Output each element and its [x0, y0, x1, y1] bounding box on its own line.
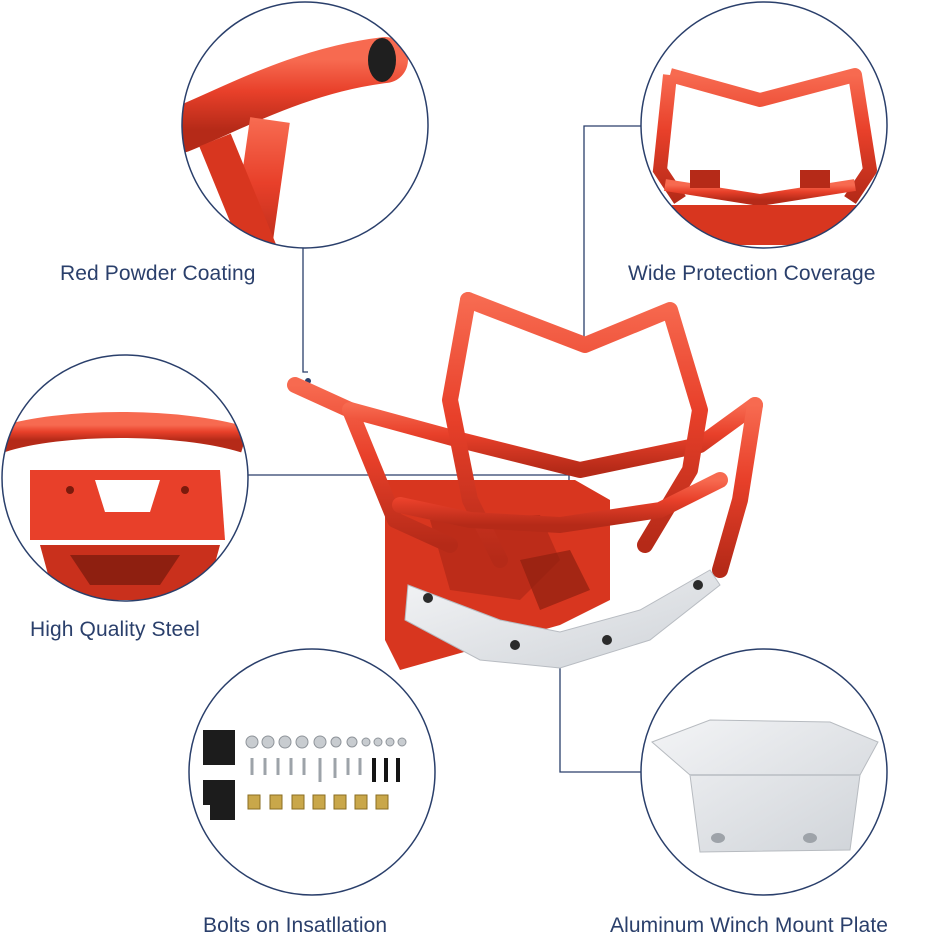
- label-high-quality-steel: High Quality Steel: [30, 618, 200, 641]
- bumper-product-image: [287, 292, 763, 670]
- skid-plate: [404, 569, 721, 669]
- label-red-powder-coating: Red Powder Coating: [60, 262, 256, 285]
- callout-line-wide: [583, 125, 642, 337]
- callout-line-alum: [559, 643, 642, 773]
- detail-red-powder-coating: [181, 1, 429, 249]
- label-bolts-installation: Bolts on Insatllation: [203, 914, 388, 937]
- detail-aluminum-plate: [640, 648, 888, 896]
- detail-wide-protection: [640, 1, 888, 249]
- detail-high-quality-steel: [1, 354, 249, 602]
- detail-bolts-installation: [188, 648, 436, 896]
- label-aluminum-winch-mount-plate: Aluminum Winch Mount Plate: [610, 914, 889, 937]
- callout-line-red: [302, 246, 308, 373]
- label-wide-protection-coverage: Wide Protection Coverage: [628, 262, 876, 285]
